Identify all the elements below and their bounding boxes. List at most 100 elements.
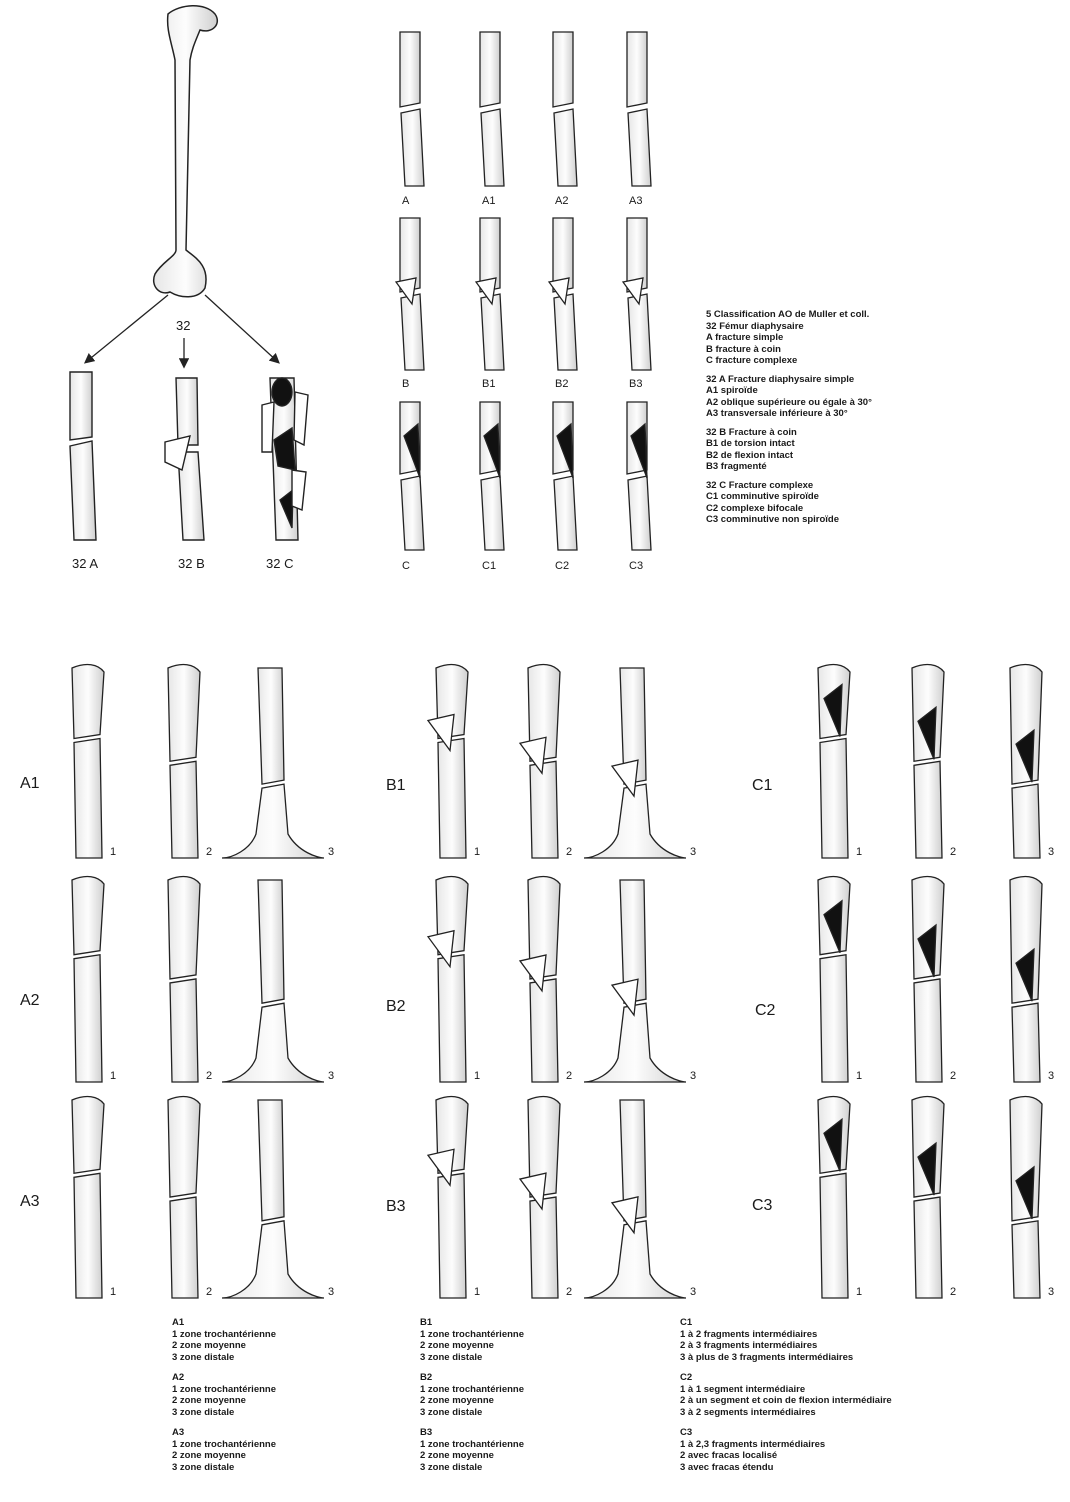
panel-number: 2 [950,1286,956,1298]
caption-line: 2 zone moyenne [172,1450,276,1462]
legend-line: C fracture complexe [706,355,872,367]
caption-line: 2 zone moyenne [172,1340,276,1352]
small-shaft [400,402,424,550]
panel-number: 1 [856,1286,862,1298]
panel-number: 3 [328,1070,334,1082]
panel-number: 3 [328,846,334,858]
detail-shaft [168,665,200,858]
detail-shaft [912,877,944,1082]
panel-number: 3 [1048,846,1054,858]
legend-line: 32 A Fracture diaphysaire simple [706,374,872,386]
detail-shaft [584,880,686,1082]
legend-line: 32 B Fracture à coin [706,427,872,439]
small-grid-label: B1 [482,378,495,390]
shaft-32c [262,378,308,540]
small-shaft [553,402,577,550]
detail-shaft [222,1100,324,1298]
panel-number: 2 [950,846,956,858]
detail-shaft [584,668,686,858]
legend-line: C2 complexe bifocale [706,503,872,515]
caption-line: 3 zone distale [420,1407,524,1419]
detail-shaft [168,1097,200,1298]
subtype-label-32a: 32 A [72,556,98,571]
row-label-b1: B1 [386,777,406,795]
small-grid-label: C [402,560,410,572]
detail-shaft [584,1100,686,1298]
legend-line: 32 Fémur diaphysaire [706,321,872,333]
small-shaft [396,218,424,370]
caption-line: 3 zone distale [420,1352,524,1364]
subtype-label-32c: 32 C [266,556,293,571]
panel-number: 1 [110,1286,116,1298]
caption-b: B1 1 zone trochantérienne 2 zone moyenne… [420,1317,524,1482]
panel-number: 1 [856,846,862,858]
small-shaft [400,32,424,186]
panel-number: 1 [856,1070,862,1082]
legend-line: B1 de torsion intact [706,438,872,450]
caption-c: C1 1 à 2 fragments intermédiaires 2 à 3 … [680,1317,892,1482]
detail-shaft [818,665,850,858]
small-shaft [476,218,504,370]
panel-number: 1 [474,1286,480,1298]
detail-shaft [1010,665,1042,858]
caption-line: 1 zone trochantérienne [420,1384,524,1396]
row-label-c2: C2 [755,1002,775,1020]
caption-line: 2 à un segment et coin de flexion interm… [680,1395,892,1407]
row-label-b3: B3 [386,1198,406,1216]
caption-line: B3 [420,1427,524,1439]
panel-number: 2 [950,1070,956,1082]
detail-shaft [818,1097,850,1298]
legend-line: A2 oblique supérieure ou égale à 30° [706,397,872,409]
small-grid-label: A [402,195,409,207]
legend-line: C1 comminutive spiroïde [706,491,872,503]
small-grid-label: A3 [629,195,642,207]
detail-shaft [520,665,560,858]
panel-number: 2 [206,846,212,858]
detail-shaft [72,877,104,1082]
caption-line: B2 [420,1372,524,1384]
caption-line: 2 zone moyenne [420,1450,524,1462]
panel-number: 2 [566,846,572,858]
row-label-c3: C3 [752,1197,772,1215]
caption-line: 2 avec fracas localisé [680,1450,892,1462]
detail-shaft [428,1097,468,1298]
panel-number: 3 [1048,1070,1054,1082]
caption-line: A1 [172,1317,276,1329]
panel-number: 2 [566,1286,572,1298]
row-label-a3: A3 [20,1193,40,1211]
row-label-a2: A2 [20,992,40,1010]
small-shaft-grid [396,32,651,550]
panel-number: 1 [110,846,116,858]
panel-number: 3 [690,1070,696,1082]
panel-number: 1 [110,1070,116,1082]
small-grid-label: C1 [482,560,496,572]
femur-label: 32 [176,318,190,333]
caption-line: 3 avec fracas étendu [680,1462,892,1474]
caption-a: A1 1 zone trochantérienne 2 zone moyenne… [172,1317,276,1482]
legend-line: A fracture simple [706,332,872,344]
small-grid-label: A2 [555,195,568,207]
detail-shaft [520,1097,560,1298]
legend-line: B3 fragmenté [706,461,872,473]
small-shaft [480,32,504,186]
detail-shaft [1010,877,1042,1082]
caption-line: C2 [680,1372,892,1384]
small-grid-label: A1 [482,195,495,207]
panel-number: 3 [690,846,696,858]
detail-shaft [222,668,324,858]
small-shaft [549,218,577,370]
legend-line: B fracture à coin [706,344,872,356]
caption-line: 2 zone moyenne [420,1340,524,1352]
caption-line: 3 zone distale [420,1462,524,1474]
small-grid-label: B [402,378,409,390]
small-grid-label: B2 [555,378,568,390]
detail-shaft [222,880,324,1082]
panel-number: 2 [566,1070,572,1082]
shaft-32b [165,378,204,540]
row-label-b2: B2 [386,998,406,1016]
legend-line: C3 comminutive non spiroïde [706,514,872,526]
caption-line: A3 [172,1427,276,1439]
detail-shaft [428,665,468,858]
detail-shaft [912,1097,944,1298]
